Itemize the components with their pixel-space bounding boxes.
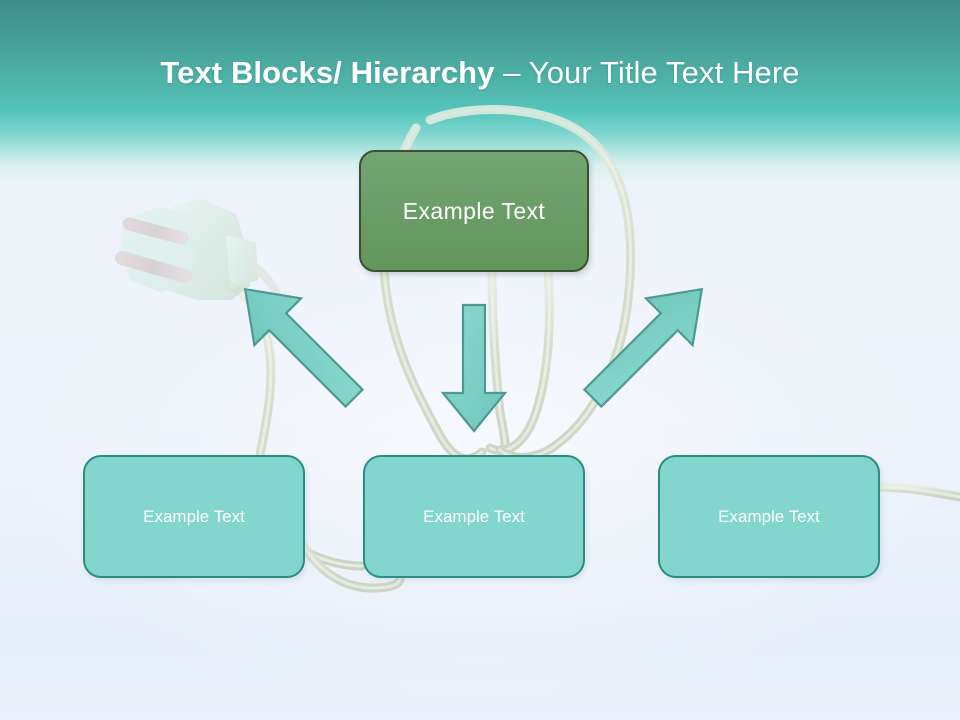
- child-node-label-center: Example Text: [423, 506, 525, 526]
- child-node-box-right[interactable]: Example Text: [658, 455, 880, 578]
- top-node-label: Example Text: [402, 197, 546, 224]
- arrow-to-center-child: [440, 303, 508, 433]
- top-node-box[interactable]: Example Text: [359, 150, 589, 272]
- child-node-label-right: Example Text: [718, 506, 820, 526]
- child-node-box-center[interactable]: Example Text: [363, 455, 585, 578]
- child-node-box-left[interactable]: Example Text: [83, 455, 305, 578]
- child-node-label-left: Example Text: [143, 506, 245, 526]
- arrow-to-left-child: [243, 287, 365, 409]
- arrow-to-right-child: [582, 287, 704, 409]
- slide-title-light: Your Title Text Here: [528, 55, 800, 90]
- slide-title: Text Blocks/ Hierarchy – Your Title Text…: [0, 52, 960, 94]
- slide-title-separator: –: [494, 55, 529, 90]
- slide-title-bold: Text Blocks/ Hierarchy: [160, 55, 495, 90]
- electrical-plug-icon: [115, 198, 287, 321]
